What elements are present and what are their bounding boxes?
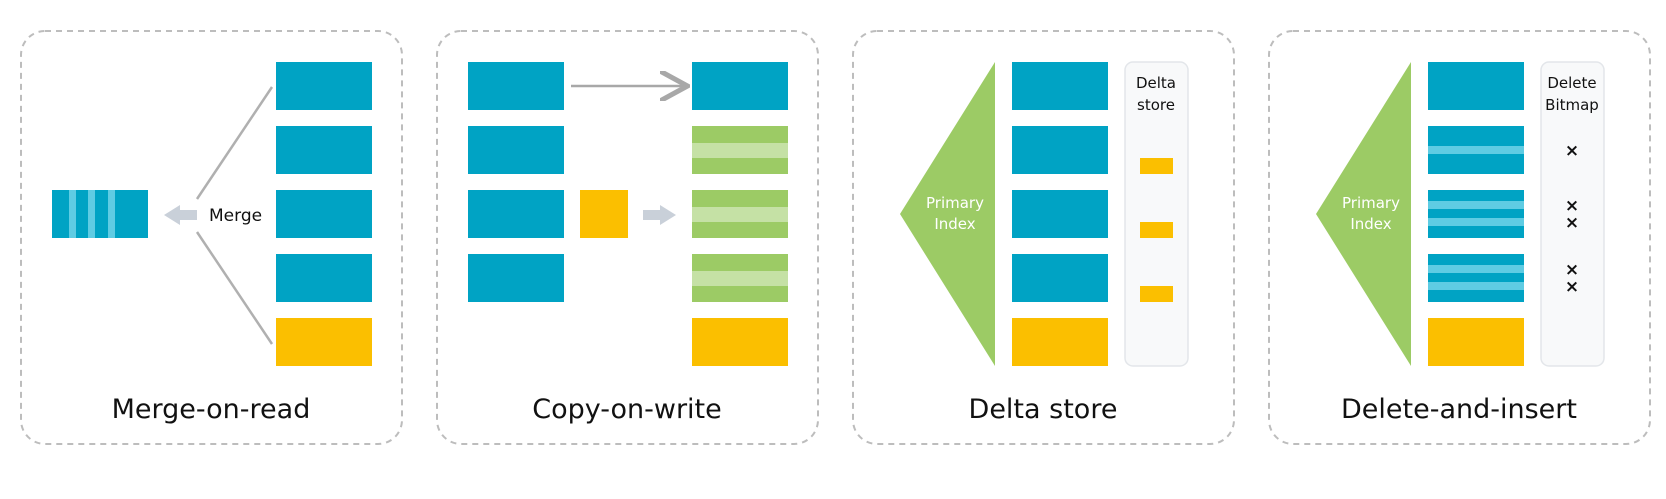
delta-store-title: store [1137,96,1175,114]
primary-index-label: Primary [926,194,984,212]
delete-bitmap-title: Delete [1547,74,1596,92]
merge-label: Merge [209,206,262,226]
delete-marker-icon: × [1565,260,1579,280]
primary-index-triangle [1316,62,1411,366]
data-block [468,126,564,174]
delete-marker-icon: × [1565,196,1579,216]
merged-block-stripe [88,190,95,238]
merge-line-bottom [195,231,274,345]
merged-block-stripe [69,190,76,238]
delete-marker-icon: × [1565,213,1579,233]
panel-border [436,30,819,445]
data-block [276,254,372,302]
update-block [580,190,628,238]
primary-index-label: Index [934,215,975,233]
delta-block [1012,318,1108,366]
panel-title: Delete-and-insert [1341,394,1577,425]
striped-block [1428,254,1524,302]
panel-border [852,30,1235,445]
data-block [276,190,372,238]
delta-store-title: Delta [1136,74,1176,92]
data-block [1428,62,1524,110]
delta-entry [1140,222,1173,238]
merged-block [52,190,148,238]
primary-index-triangle [900,62,995,366]
rewritten-block [692,126,788,174]
striped-block [1428,126,1524,174]
delta-block [276,318,372,366]
rewritten-block [692,254,788,302]
delta-entry [1140,158,1173,174]
data-block [1012,254,1108,302]
delta-block [692,318,788,366]
data-block [1012,126,1108,174]
data-block [468,190,564,238]
data-block [468,254,564,302]
panel-delete-and-insert: Primary Index Delete Bitmap × × × × × De… [1268,30,1651,445]
delete-bitmap-title: Bitmap [1545,96,1599,114]
panel-border [20,30,403,445]
merged-block-base [52,190,148,238]
right-arrow-icon [643,205,676,225]
left-arrow-icon [164,205,197,225]
delta-block [1428,318,1524,366]
primary-index-label: Primary [1342,194,1400,212]
delta-entry [1140,286,1173,302]
data-block [276,62,372,110]
panel-border [1268,30,1651,445]
rewritten-block [692,190,788,238]
striped-block [1428,190,1524,238]
delete-bitmap-column [1540,61,1605,367]
data-block [276,126,372,174]
panel-merge-on-read: Merge Merge-on-read [20,30,403,445]
panel-title: Delta store [969,394,1118,425]
data-block [468,62,564,110]
primary-index-label: Index [1350,215,1391,233]
panel-title: Copy-on-write [532,394,722,425]
merge-line-top [195,86,274,200]
delete-marker-icon: × [1565,277,1579,297]
data-block [692,62,788,110]
panel-copy-on-write: Copy-on-write [436,30,819,445]
data-block [1012,62,1108,110]
panel-delta-store: Primary Index Delta store Delta store [852,30,1235,445]
data-block [1012,190,1108,238]
merged-block-stripe [108,190,115,238]
delete-marker-icon: × [1565,141,1579,161]
panel-title: Merge-on-read [112,394,311,425]
